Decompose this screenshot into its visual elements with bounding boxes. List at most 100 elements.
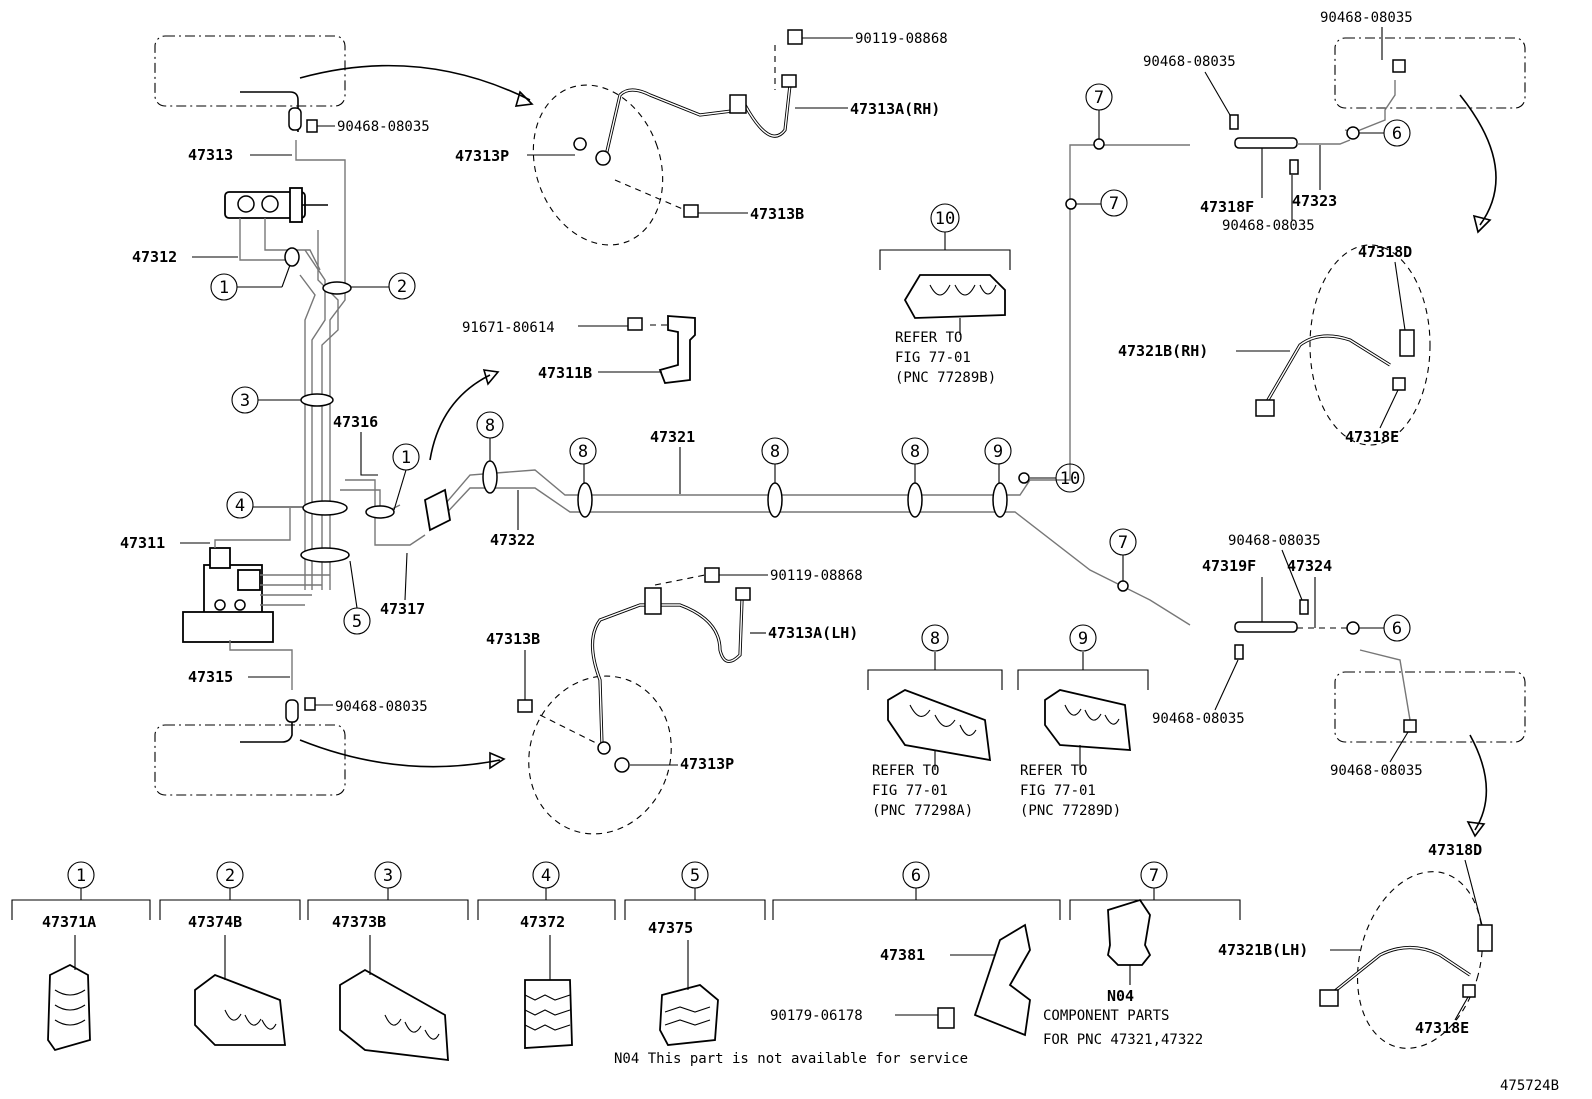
front-hose-lh	[517, 567, 751, 835]
callout-8-d: 8	[910, 442, 920, 462]
callout-9: 9	[993, 442, 1003, 462]
label-47313A-rh[interactable]: 47313A(RH)	[850, 100, 940, 118]
refer-8-line1[interactable]: REFER TO	[872, 763, 939, 779]
callout-1-a: 1	[219, 278, 229, 298]
clamp-detail-10	[879, 232, 1011, 335]
legend-callout-1: 1	[76, 866, 86, 886]
label-90468-a[interactable]: 90468-08035	[337, 119, 430, 135]
legend-row	[11, 888, 1241, 1062]
master-cylinder-47312[interactable]	[224, 187, 328, 223]
refer-10-line3[interactable]: (PNC 77289B)	[895, 370, 996, 386]
refer-9-line1[interactable]: REFER TO	[1020, 763, 1087, 779]
label-47324[interactable]: 47324	[1287, 557, 1332, 575]
legend-callout-6: 6	[911, 866, 921, 886]
clamp-47375-icon	[659, 984, 719, 1046]
label-47313P-top[interactable]: 47313P	[455, 147, 509, 165]
label-47321[interactable]: 47321	[650, 428, 695, 446]
label-90468-e[interactable]: 90468-08035	[1222, 218, 1315, 234]
callout-7-b: 7	[1109, 194, 1119, 214]
refer-8-line3[interactable]: (PNC 77298A)	[872, 803, 973, 819]
legend-part-3[interactable]: 47373B	[332, 913, 386, 931]
label-91671[interactable]: 91671-80614	[462, 320, 555, 336]
callout-4: 4	[235, 496, 245, 516]
clip-n04-icon	[1107, 898, 1152, 966]
callout-2: 2	[397, 277, 407, 297]
clip-47381-icon	[973, 923, 1031, 1037]
main-brake-line-47321	[424, 138, 1191, 626]
label-47311[interactable]: 47311	[120, 534, 165, 552]
label-47313B-bottom[interactable]: 47313B	[486, 630, 540, 648]
refer-8-line2[interactable]: FIG 77-01	[872, 783, 948, 799]
label-90468-c[interactable]: 90468-08035	[1320, 10, 1413, 26]
inset-box-top-right	[1334, 37, 1526, 109]
callout-8-b: 8	[578, 442, 588, 462]
legend-part-5[interactable]: 47375	[648, 919, 693, 937]
callout-8-detail: 8	[930, 629, 940, 649]
label-47318D-top[interactable]: 47318D	[1358, 243, 1412, 261]
callout-10: 10	[1060, 469, 1080, 489]
clamp-47373B-icon	[339, 968, 449, 1062]
label-47317[interactable]: 47317	[380, 600, 425, 618]
label-47318D-bottom[interactable]: 47318D	[1428, 841, 1482, 859]
clamp-47371A-icon	[47, 963, 91, 1052]
callout-10-detail: 10	[935, 209, 955, 229]
refer-9-line3[interactable]: (PNC 77289D)	[1020, 803, 1121, 819]
label-47311B[interactable]: 47311B	[538, 364, 592, 382]
label-47313B-top[interactable]: 47313B	[750, 205, 804, 223]
label-90119-top[interactable]: 90119-08868	[855, 31, 948, 47]
label-47323[interactable]: 47323	[1292, 192, 1337, 210]
footnote: N04 This part is not available for servi…	[614, 1051, 968, 1067]
actuator-47311[interactable]	[182, 547, 274, 643]
label-90119-bottom[interactable]: 90119-08868	[770, 568, 863, 584]
legend-part-4[interactable]: 47372	[520, 913, 565, 931]
callout-5: 5	[352, 612, 362, 632]
label-47318E-bottom[interactable]: 47318E	[1415, 1019, 1469, 1037]
callout-6-a: 6	[1392, 124, 1402, 144]
label-47318F[interactable]: 47318F	[1200, 198, 1254, 216]
refer-10-line1[interactable]: REFER TO	[895, 330, 962, 346]
legend-part-7[interactable]: N04	[1107, 987, 1134, 1005]
legend-note-7-line2[interactable]: FOR PNC 47321,47322	[1043, 1032, 1203, 1048]
front-hose-rh	[532, 29, 803, 246]
label-47321B-rh[interactable]: 47321B(RH)	[1118, 342, 1208, 360]
label-47312[interactable]: 47312	[132, 248, 177, 266]
legend-part-1[interactable]: 47371A	[42, 913, 96, 931]
callout-3: 3	[240, 391, 250, 411]
callout-6-b: 6	[1392, 619, 1402, 639]
label-47313[interactable]: 47313	[188, 146, 233, 164]
rear-line-rh	[1229, 37, 1526, 446]
legend-callout-5: 5	[690, 866, 700, 886]
label-47316[interactable]: 47316	[333, 413, 378, 431]
label-47318E-top[interactable]: 47318E	[1345, 428, 1399, 446]
callout-1-b: 1	[401, 448, 411, 468]
callout-9-detail: 9	[1078, 629, 1088, 649]
legend-part-6-sub[interactable]: 90179-06178	[770, 1008, 863, 1024]
refer-10-line2[interactable]: FIG 77-01	[895, 350, 971, 366]
label-90468-f[interactable]: 90468-08035	[1228, 533, 1321, 549]
master-cylinder-area	[154, 35, 534, 796]
callout-7-a: 7	[1094, 88, 1104, 108]
refer-9-line2[interactable]: FIG 77-01	[1020, 783, 1096, 799]
label-90468-d[interactable]: 90468-08035	[1143, 54, 1236, 70]
label-90468-h[interactable]: 90468-08035	[1330, 763, 1423, 779]
label-47319F[interactable]: 47319F	[1202, 557, 1256, 575]
legend-note-7-line1[interactable]: COMPONENT PARTS	[1043, 1008, 1169, 1024]
part-labels[interactable]: 90468-08035 47313 47312 47316 47311 4731…	[42, 10, 1483, 1048]
legend-part-6[interactable]: 47381	[880, 946, 925, 964]
label-47321B-lh[interactable]: 47321B(LH)	[1218, 941, 1308, 959]
label-47313A-lh[interactable]: 47313A(LH)	[768, 624, 858, 642]
label-47313P-bottom[interactable]: 47313P	[680, 755, 734, 773]
label-90468-g[interactable]: 90468-08035	[1152, 711, 1245, 727]
legend-callout-7: 7	[1149, 866, 1159, 886]
legend-callout-2: 2	[225, 866, 235, 886]
inset-box-bottom-left	[154, 724, 346, 796]
clamp-detail-9	[1017, 652, 1149, 770]
label-47322[interactable]: 47322	[490, 531, 535, 549]
legend-part-2[interactable]: 47374B	[188, 913, 242, 931]
bracket-47311B[interactable]	[627, 315, 696, 384]
callout-markers: 1 2 3 4 5 1 8 8 8 8 9 10 7 7 7 6 6 10 8	[67, 83, 1411, 889]
label-90468-b[interactable]: 90468-08035	[335, 699, 428, 715]
callout-8-a: 8	[485, 416, 495, 436]
label-47315[interactable]: 47315	[188, 668, 233, 686]
